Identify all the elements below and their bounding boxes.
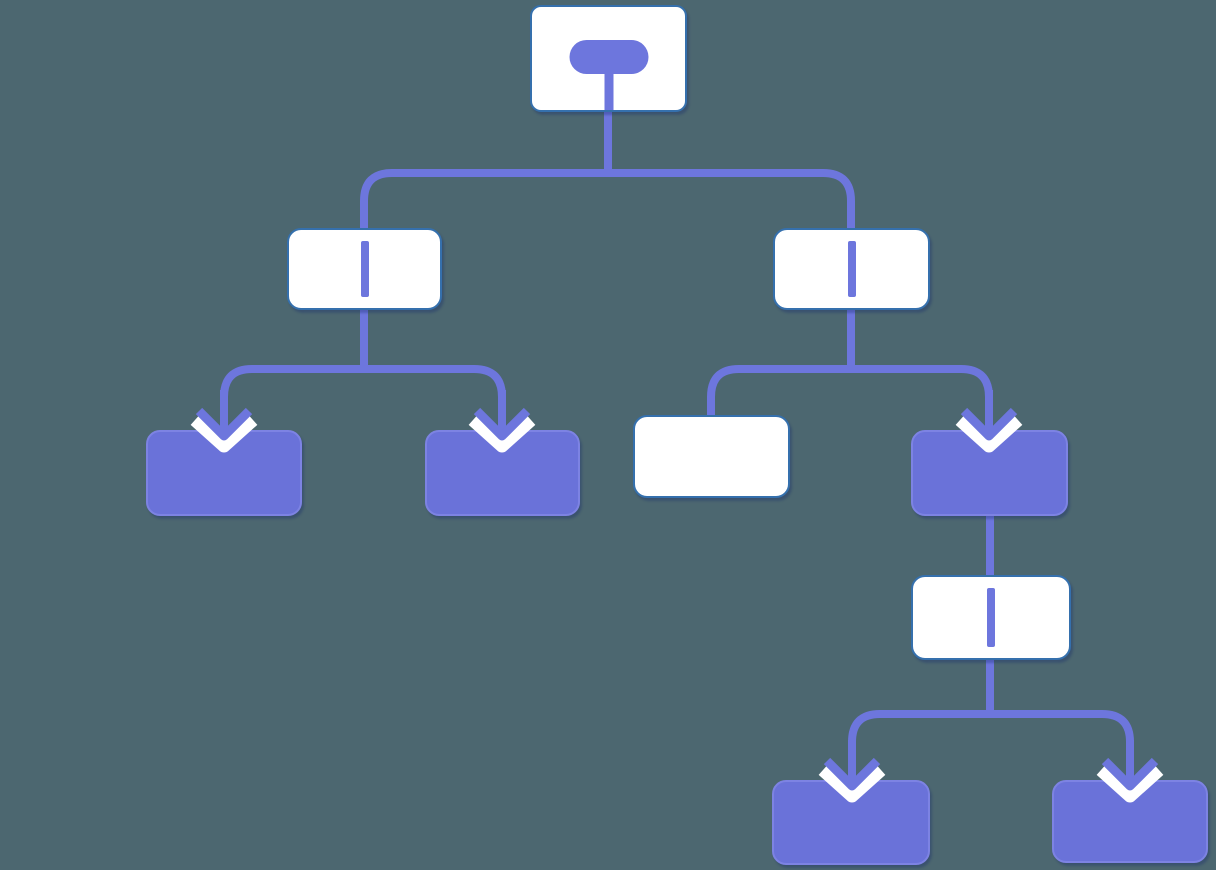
- node-leaf-1[interactable]: [146, 430, 302, 516]
- node-leaf-5[interactable]: [772, 780, 930, 865]
- pass-through-line: [360, 241, 369, 297]
- edge-branchleft-rail: [220, 365, 506, 404]
- root-pill-shape: [569, 40, 648, 74]
- edge-rail-level1: [360, 169, 855, 228]
- node-branch-left[interactable]: [287, 228, 442, 310]
- node-leaf-4[interactable]: [911, 430, 1068, 516]
- node-leaf-6[interactable]: [1052, 780, 1208, 863]
- node-branch-bottom[interactable]: [911, 575, 1071, 660]
- root-pill-glyph-icon: [532, 7, 685, 110]
- pass-through-line: [987, 588, 995, 647]
- node-leaf-2[interactable]: [425, 430, 580, 516]
- edge-branchbottom-rail: [848, 710, 1134, 754]
- node-branch-right[interactable]: [773, 228, 930, 310]
- edge-branchright-rail: [707, 365, 993, 418]
- node-leaf-3[interactable]: [633, 415, 790, 498]
- node-root[interactable]: [530, 5, 687, 112]
- pass-through-line: [847, 241, 856, 297]
- root-pill-stem: [604, 69, 613, 110]
